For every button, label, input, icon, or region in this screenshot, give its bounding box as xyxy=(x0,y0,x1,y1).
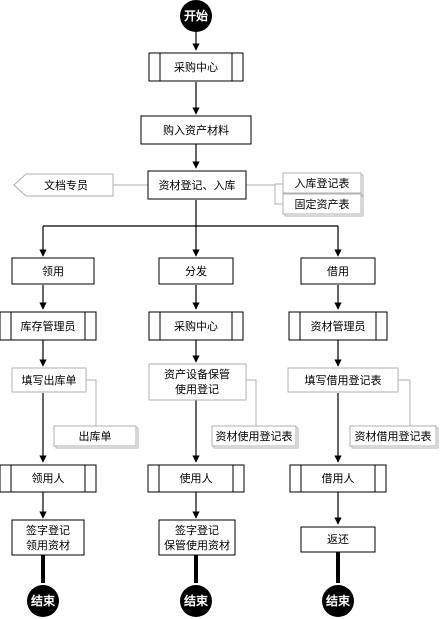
doc-storage-register: 入库登记表 xyxy=(282,172,364,196)
start-label: 开始 xyxy=(184,8,208,23)
left-role-label: 库存管理员 xyxy=(21,319,76,333)
register-storage-label: 资材登记、入库 xyxy=(159,178,236,192)
right-doc-label: 资材借用登记表 xyxy=(355,429,432,443)
left-action-label: 领用 xyxy=(42,265,64,278)
middle-final-line1: 签字登记 xyxy=(175,523,219,537)
left-doc-node: 出库单 xyxy=(53,425,139,449)
right-end-label: 结束 xyxy=(326,593,351,608)
right-end-node: 结束 xyxy=(322,585,354,617)
right-final-node: 返还 xyxy=(300,526,376,553)
left-doc-label: 出库单 xyxy=(79,429,112,443)
procurement-center-label: 采购中心 xyxy=(174,60,218,74)
procurement-center-node: 采购中心 xyxy=(148,52,244,82)
purchase-assets-node: 购入资产材料 xyxy=(140,115,252,145)
left-end-node: 结束 xyxy=(27,585,59,617)
left-final-node: 签字登记 领用资材 xyxy=(11,519,85,556)
left-final-line2: 领用资材 xyxy=(26,538,70,552)
left-role-node: 库存管理员 xyxy=(0,311,97,341)
right-final-label: 返还 xyxy=(327,533,349,546)
doc-fixed-assets: 固定资产表 xyxy=(282,193,364,217)
right-person-node: 借用人 xyxy=(289,464,387,493)
middle-end-node: 结束 xyxy=(180,585,212,617)
middle-action-node: 分发 xyxy=(158,257,234,285)
middle-action-label: 分发 xyxy=(185,264,207,278)
purchase-assets-label: 购入资产材料 xyxy=(163,123,229,137)
archivist-label: 文档专员 xyxy=(44,178,88,192)
middle-task-line1: 资产设备保管 xyxy=(164,367,230,381)
left-person-label: 领用人 xyxy=(32,472,65,485)
middle-role-node: 采购中心 xyxy=(148,311,244,341)
middle-end-label: 结束 xyxy=(184,593,209,608)
left-person-node: 领用人 xyxy=(0,464,97,493)
left-final-line1: 签字登记 xyxy=(26,523,70,537)
right-task-label: 填写借用登记表 xyxy=(305,373,382,387)
left-action-node: 领用 xyxy=(11,257,95,285)
left-end-label: 结束 xyxy=(31,593,56,608)
connectors xyxy=(39,32,342,583)
right-doc-node: 资材借用登记表 xyxy=(349,425,439,449)
middle-doc-label: 资材使用登记表 xyxy=(216,429,293,443)
right-role-label: 资材管理员 xyxy=(311,319,366,333)
middle-role-label: 采购中心 xyxy=(174,319,218,333)
middle-task-line2: 使用登记 xyxy=(175,382,219,396)
middle-person-node: 使用人 xyxy=(147,464,245,493)
left-task-node: 填写出库单 xyxy=(11,367,87,393)
middle-final-node: 签字登记 保管使用资材 xyxy=(158,519,236,556)
right-action-label: 借用 xyxy=(327,265,349,278)
register-storage-node: 资材登记、入库 xyxy=(147,170,247,200)
start-node: 开始 xyxy=(180,0,212,32)
doc-fixed-assets-label: 固定资产表 xyxy=(295,197,350,211)
right-role-node: 资材管理员 xyxy=(288,311,388,341)
middle-final-line2: 保管使用资材 xyxy=(164,538,230,552)
right-action-node: 借用 xyxy=(300,257,376,285)
right-person-label: 借用人 xyxy=(322,472,355,485)
middle-task-node: 资产设备保管 使用登记 xyxy=(148,363,247,401)
archivist-node: 文档专员 xyxy=(13,173,114,197)
middle-person-label: 使用人 xyxy=(180,472,213,485)
doc-storage-register-label: 入库登记表 xyxy=(295,176,350,190)
right-task-node: 填写借用登记表 xyxy=(287,367,399,393)
middle-doc-node: 资材使用登记表 xyxy=(211,425,299,449)
left-task-label: 填写出库单 xyxy=(22,373,77,387)
